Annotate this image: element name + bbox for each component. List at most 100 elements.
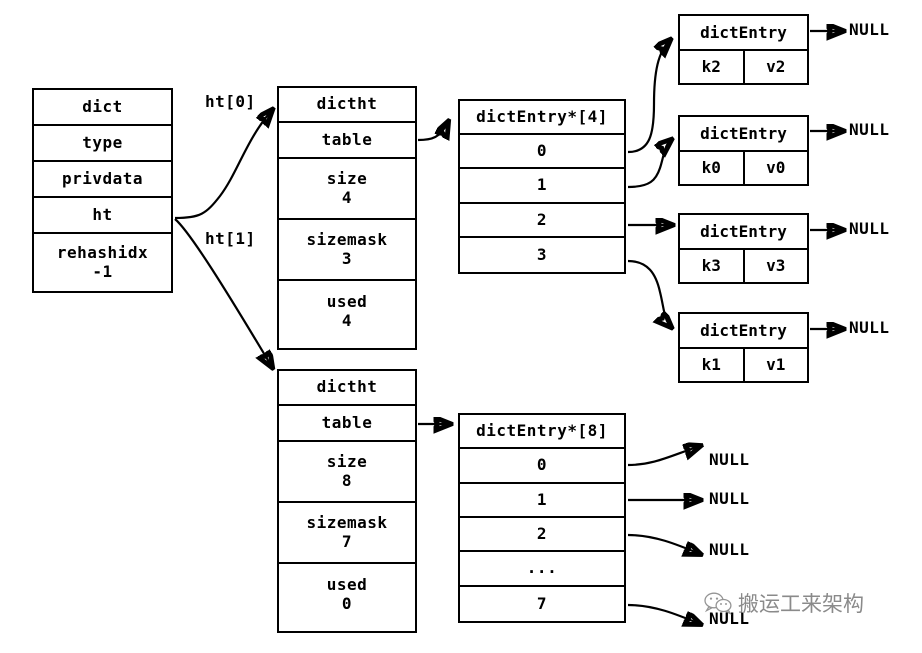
null-label-k1: NULL	[849, 318, 890, 337]
bucket-array-4-header: dictEntry*[4]	[460, 101, 624, 136]
bucket-array-8-cell-ellipsis: ...	[460, 552, 624, 587]
bucket-array-4-cell-3: 3	[460, 237, 624, 272]
null-label-k0: NULL	[849, 120, 890, 139]
dict-entry-k3-kv: k3 v3	[680, 249, 807, 282]
dict-entry-k2-header: dictEntry	[680, 16, 807, 51]
dict-row-rehashidx-value: -1	[92, 261, 113, 281]
bucket-array-8-cell-ellipsis-label: ...	[526, 558, 558, 578]
arrow-table0	[417, 122, 448, 140]
dictht-0-used-row: used 4	[279, 281, 415, 342]
wechat-logo-icon	[704, 592, 733, 615]
dictht-1-used-value: 0	[341, 593, 353, 613]
bucket-array-4-cell-2-label: 2	[536, 209, 548, 229]
dictht-1-sizemask-row: sizemask 7	[279, 503, 415, 564]
bucket-array-4-cell-2: 2	[460, 203, 624, 238]
bucket-array-4-cell-3-label: 3	[536, 244, 548, 264]
dictht-0-table-row: table	[279, 123, 415, 159]
dict-entry-k2: dictEntry k2 v2	[678, 14, 809, 85]
dict-entry-k0: dictEntry k0 v0	[678, 115, 809, 186]
bucket-array-4-cell-0: 0	[460, 135, 624, 170]
dict-struct-box: dict type privdata ht rehashidx -1	[32, 88, 173, 293]
bucket-array-8-cell-1-label: 1	[536, 489, 548, 509]
dict-row-type: type	[34, 126, 171, 162]
dictht-1-box: dictht table size 8 sizemask 7 used 0	[277, 369, 417, 633]
bucket-array-8-cell-0: 0	[460, 449, 624, 484]
bucket-array-8-cell-2: 2	[460, 518, 624, 553]
bucket-array-4-cell-1-label: 1	[536, 175, 548, 195]
dictht-1-header-label: dictht	[316, 377, 378, 397]
bucket-array-4-header-label: dictEntry*[4]	[476, 106, 608, 126]
dictht-1-size-value: 8	[341, 470, 353, 490]
dict-entry-k0-header: dictEntry	[680, 117, 807, 152]
dictht-0-sizemask-row: sizemask 3	[279, 220, 415, 281]
dictht-1-sizemask-value: 7	[341, 531, 353, 551]
dictht-1-used-row: used 0	[279, 564, 415, 625]
arrow-b0c1-k0	[627, 140, 671, 189]
bucket-array-8-header-label: dictEntry*[8]	[476, 420, 608, 440]
dictht-1-size-row: size 8	[279, 442, 415, 503]
dict-row-type-label: type	[82, 132, 123, 152]
dictht-0-header-label: dictht	[316, 94, 378, 114]
dictht-0-header: dictht	[279, 88, 415, 123]
null-label-bucket8-2: NULL	[709, 540, 750, 559]
dict-entry-k1-header: dictEntry	[680, 314, 807, 349]
label-ht1: ht[1]	[205, 229, 256, 248]
arrow-ht0	[174, 110, 272, 220]
dict-entry-k3-value: v3	[766, 256, 786, 276]
arrow-b0c0-k2	[627, 40, 670, 154]
dictht-1-used-label: used	[326, 575, 368, 595]
label-ht0: ht[0]	[205, 92, 256, 111]
dict-entry-k1-kv: k1 v1	[680, 348, 807, 381]
null-label-k2: NULL	[849, 20, 890, 39]
bucket-array-8-cell-1: 1	[460, 483, 624, 519]
null-label-k3: NULL	[849, 219, 890, 238]
dict-row-ht: ht	[34, 198, 171, 234]
dict-row-name-label: dict	[82, 96, 123, 116]
watermark-text: 搬运工来架构	[738, 592, 864, 616]
dict-entry-k0-value: v0	[766, 158, 786, 178]
arrow-b1c2-null	[627, 533, 700, 554]
dict-entry-k1-value: v1	[766, 355, 786, 375]
dict-row-privdata-label: privdata	[61, 168, 144, 188]
watermark: 搬运工来架构	[703, 588, 864, 618]
bucket-array-4-cell-1: 1	[460, 169, 624, 204]
dictht-1-table-label: table	[321, 412, 373, 432]
bucket-array-8-cell-2-label: 2	[536, 524, 548, 543]
dict-entry-k0-key: k0	[680, 151, 745, 184]
dictht-1-header: dictht	[279, 371, 415, 406]
bucket-array-8-box: dictEntry*[8] 0 1 2 ... 7	[458, 413, 626, 623]
dict-entry-k3-key: k3	[680, 249, 745, 282]
dict-row-name: dict	[34, 90, 171, 126]
dictht-0-table-label: table	[321, 129, 373, 149]
dict-entry-k3-header: dictEntry	[680, 215, 807, 250]
bucket-array-8-cell-7: 7	[460, 586, 624, 622]
dictht-1-size-label: size	[326, 452, 368, 472]
dictht-0-used-value: 4	[341, 310, 353, 330]
bucket-array-8-cell-7-label: 7	[536, 593, 548, 613]
dictht-1-sizemask-label: sizemask	[306, 513, 388, 533]
null-label-bucket8-7: NULL	[709, 609, 750, 628]
dictht-0-size-row: size 4	[279, 159, 415, 220]
dict-row-ht-label: ht	[92, 204, 113, 224]
null-label-bucket8-1: NULL	[709, 489, 750, 508]
null-label-bucket8-0: NULL	[709, 450, 750, 469]
dict-row-rehashidx-label: rehashidx	[56, 243, 149, 263]
dict-entry-k2-value: v2	[766, 57, 786, 77]
dictht-1-table-row: table	[279, 406, 415, 442]
dictht-0-sizemask-label: sizemask	[306, 230, 388, 250]
dictht-0-box: dictht table size 4 sizemask 3 used 4	[277, 86, 417, 350]
dictht-0-used-label: used	[326, 292, 368, 312]
dictht-0-sizemask-value: 3	[341, 248, 353, 268]
dict-entry-k0-kv: k0 v0	[680, 151, 807, 184]
arrow-b0c3-k1	[627, 259, 671, 327]
arrow-b1c3-null	[627, 603, 700, 624]
dictht-0-size-value: 4	[341, 187, 353, 207]
dict-row-privdata: privdata	[34, 162, 171, 198]
dict-entry-k2-kv: k2 v2	[680, 50, 807, 83]
dict-entry-k2-key: k2	[680, 50, 745, 83]
dict-entry-k1: dictEntry k1 v1	[678, 312, 809, 383]
bucket-array-4-cell-0-label: 0	[536, 141, 548, 161]
dict-entry-k3: dictEntry k3 v3	[678, 213, 809, 284]
dictht-0-size-label: size	[326, 169, 368, 189]
